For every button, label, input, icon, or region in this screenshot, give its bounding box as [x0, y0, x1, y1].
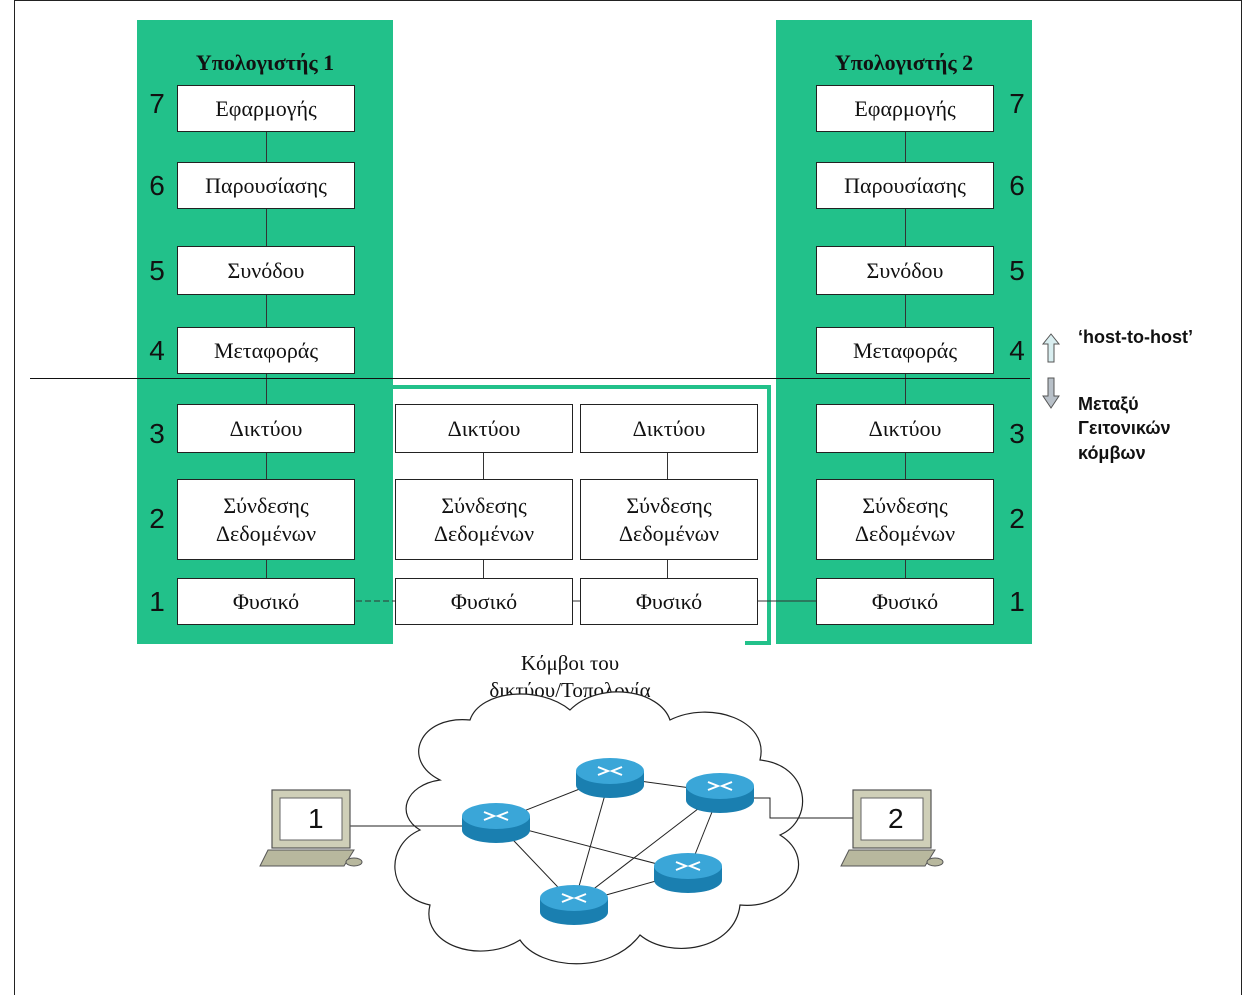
- host2-num-2: 2: [1009, 503, 1025, 534]
- host2-layer-5: Συνόδου: [816, 246, 994, 295]
- host-to-host-divider: [30, 378, 1030, 379]
- host1-num-2: 2: [149, 503, 165, 534]
- host2-layer-2: Σύνδεσης Δεδομένων: [816, 479, 994, 560]
- host2-num-6: 6: [1009, 170, 1025, 201]
- host1-layer-4: Μεταφοράς: [177, 327, 355, 374]
- host2-num-5: 5: [1009, 255, 1025, 286]
- host-links: [350, 797, 856, 827]
- diagram-frame: [14, 0, 1242, 995]
- node2-layer-datalink: Σύνδεσης Δεδομένων: [580, 479, 758, 560]
- host1-num-7: 7: [149, 88, 165, 119]
- node1-layer-network: Δικτύου: [395, 404, 573, 453]
- host2-num-1: 1: [1009, 586, 1025, 617]
- host1-layer-7: Εφαρμογής: [177, 85, 355, 132]
- router-icon-a: [462, 803, 530, 843]
- arrow-down-icon: [1042, 377, 1060, 409]
- host1-layer-6: Παρουσίασης: [177, 162, 355, 209]
- host2-num-4: 4: [1009, 335, 1025, 366]
- host2-layer-1: Φυσικό: [816, 578, 994, 625]
- node2-layer-physical: Φυσικό: [580, 578, 758, 625]
- host1-layer-1: Φυσικό: [177, 578, 355, 625]
- host1-layer-2: Σύνδεσης Δεδομένων: [177, 479, 355, 560]
- computer-1-label: 1: [308, 803, 324, 834]
- host2-num-7: 7: [1009, 88, 1025, 119]
- router-icon-b: [576, 758, 644, 798]
- computer-1-icon: [259, 789, 363, 867]
- arrow-up-icon: [1041, 333, 1061, 363]
- node1-layer-physical: Φυσικό: [395, 578, 573, 625]
- host1-layer-5: Συνόδου: [177, 246, 355, 295]
- host1-num-4: 4: [149, 335, 165, 366]
- router-icon-c: [686, 773, 754, 813]
- node1-layer-datalink: Σύνδεσης Δεδομένων: [395, 479, 573, 560]
- host1-title: Υπολογιστής 1: [195, 50, 335, 75]
- computer-2-icon: [840, 789, 944, 867]
- host2-num-3: 3: [1009, 418, 1025, 449]
- host2-layer-4: Μεταφοράς: [816, 327, 994, 374]
- host2-title: Υπολογιστής 2: [834, 50, 974, 75]
- host2-layer-7: Εφαρμογής: [816, 85, 994, 132]
- host-to-host-label: ‘host-to-host’: [1078, 327, 1193, 347]
- neighbor-nodes-label: Μεταξύ Γειτονικών κόμβων: [1078, 394, 1171, 463]
- host1-layer-3: Δικτύου: [177, 404, 355, 453]
- cloud-shape: [394, 691, 804, 965]
- host2-layer-3: Δικτύου: [816, 404, 994, 453]
- host1-num-1: 1: [149, 586, 165, 617]
- router-icon-d: [654, 853, 722, 893]
- host1-num-5: 5: [149, 255, 165, 286]
- host1-num-3: 3: [149, 418, 165, 449]
- host1-num-6: 6: [149, 170, 165, 201]
- router-icon-e: [540, 885, 608, 925]
- node2-layer-network: Δικτύου: [580, 404, 758, 453]
- computer-2-label: 2: [888, 803, 904, 834]
- host2-layer-6: Παρουσίασης: [816, 162, 994, 209]
